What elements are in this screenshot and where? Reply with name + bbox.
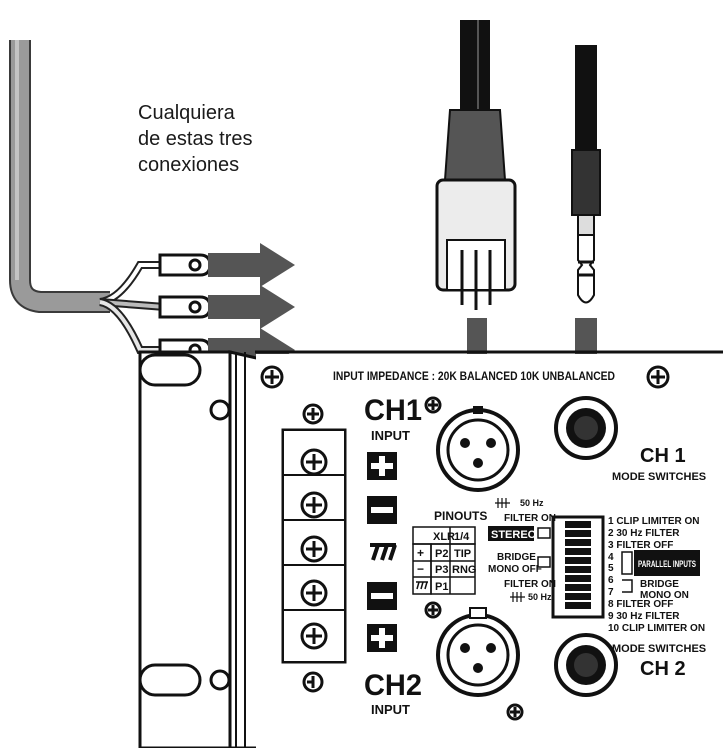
terminal-screw-5-icon <box>300 622 328 650</box>
bridge-right-label: BRIDGE <box>640 579 679 590</box>
pinout-row3-ground-icon <box>416 581 428 590</box>
ground-symbol-icon <box>370 543 397 561</box>
multiwire-cable <box>9 40 166 354</box>
mono-on-label: MONO ON <box>640 590 689 601</box>
switch-label-3: 3 FILTER OFF <box>608 540 673 551</box>
spade-lug-minus <box>158 295 212 319</box>
caption: Cualquiera de estas tres conexiones <box>138 100 328 178</box>
caption-line-3: conexiones <box>138 154 240 176</box>
mode-switches-top: MODE SWITCHES <box>612 471 706 483</box>
pinout-row2-xlr: P3 <box>435 564 448 576</box>
switch-label-10: 10 CLIP LIMITER ON <box>608 623 705 634</box>
terminal-screw-4-icon <box>300 579 328 607</box>
terminal-screw-1-icon <box>300 448 328 476</box>
spade-lug-plus <box>158 253 212 277</box>
xlr-jack-ch2 <box>436 607 520 697</box>
screw-top-left-icon <box>260 365 284 389</box>
caption-line-1: Cualquiera <box>138 102 235 124</box>
screw-term-bottom-icon <box>302 671 324 693</box>
plus-symbol-2-icon <box>367 624 397 652</box>
panel-screws <box>260 365 670 721</box>
ch1-right-title: CH 1 <box>640 445 686 467</box>
quarter-jack-ch1 <box>554 396 618 460</box>
switch-label-9: 9 30 Hz FILTER <box>608 611 680 622</box>
filter-on-bottom: FILTER ON <box>504 579 556 590</box>
switch-label-1: 1 CLIP LIMITER ON <box>608 516 700 527</box>
filter-bottom-icon <box>510 592 525 602</box>
screw-xlr2b-icon <box>506 703 524 721</box>
trs-plug <box>571 45 601 304</box>
pinout-header-trs: 1/4 <box>454 531 470 543</box>
switch-label-2: 2 30 Hz FILTER <box>608 528 680 539</box>
xlr-jack-ch1 <box>436 406 520 492</box>
mono-off-label: MONO OFF <box>488 564 542 575</box>
ch1-subtitle: INPUT <box>371 428 410 443</box>
minus-symbol-icon <box>367 496 397 524</box>
parallel-inputs-label: PARALLEL INPUTS <box>638 559 696 569</box>
arrow-plus <box>208 243 295 287</box>
pinouts-table: PINOUTS XLR 1/4 + P2 TIP − P3 RNG P1 <box>412 509 487 595</box>
pinout-row2-trs: RNG <box>452 564 476 576</box>
screw-term-top-icon <box>302 403 324 425</box>
screw-xlr2-icon <box>424 601 442 619</box>
filter-top-icon <box>495 498 510 508</box>
ch2-subtitle: INPUT <box>371 702 410 717</box>
spade-lugs <box>158 253 212 362</box>
pinout-header-xlr: XLR <box>433 531 455 543</box>
pinout-row2-sym: − <box>417 562 424 576</box>
terminal-strip <box>281 428 347 664</box>
dip-switch-bank <box>551 515 605 619</box>
terminal-screw-2-icon <box>300 491 328 519</box>
switch-label-5: 5 <box>608 563 614 574</box>
plus-symbol-icon <box>367 452 397 480</box>
pinout-row1-xlr: P2 <box>435 548 448 560</box>
rack-ear <box>138 350 267 748</box>
switch-label-7: 7 <box>608 587 614 598</box>
filter-on-top: FILTER ON <box>504 513 556 524</box>
xlr-plug <box>435 20 517 310</box>
mode-switches-bottom: MODE SWITCHES <box>612 643 706 655</box>
parallel-inputs-badge <box>634 550 700 576</box>
quarter-jack-ch2 <box>554 633 618 697</box>
switch-label-8: 8 FILTER OFF <box>608 599 673 610</box>
stereo-badge <box>488 526 534 541</box>
impedance-label: INPUT IMPEDANCE : 20K BALANCED 10K UNBAL… <box>333 369 615 383</box>
ch1-title: CH1 <box>364 394 422 427</box>
caption-line-2: de estas tres <box>138 128 253 150</box>
filter-bottom-hz: 50 Hz <box>528 592 552 602</box>
switch-labels: 1 CLIP LIMITER ON 2 30 Hz FILTER 3 FILTE… <box>608 516 705 634</box>
bridge-label: BRIDGE <box>497 552 536 563</box>
switch-label-4: 4 <box>608 552 614 563</box>
ch2-right-title: CH 2 <box>640 658 686 680</box>
terminal-symbols <box>367 452 397 652</box>
arrow-minus <box>208 285 295 329</box>
pinout-row1-sym: + <box>417 546 424 560</box>
terminal-screw-3-icon <box>300 535 328 563</box>
pinout-row1-trs: TIP <box>454 548 471 560</box>
minus-symbol-2-icon <box>367 582 397 610</box>
screw-xlr1-icon <box>424 396 442 414</box>
switch-label-6: 6 <box>608 575 614 586</box>
ch2-title: CH2 <box>364 669 422 702</box>
pinout-row3-xlr: P1 <box>435 581 448 593</box>
stereo-label: STEREO <box>491 529 537 541</box>
screw-top-right-icon <box>646 365 670 389</box>
filter-top-hz: 50 Hz <box>520 498 544 508</box>
pinouts-title: PINOUTS <box>434 509 487 523</box>
